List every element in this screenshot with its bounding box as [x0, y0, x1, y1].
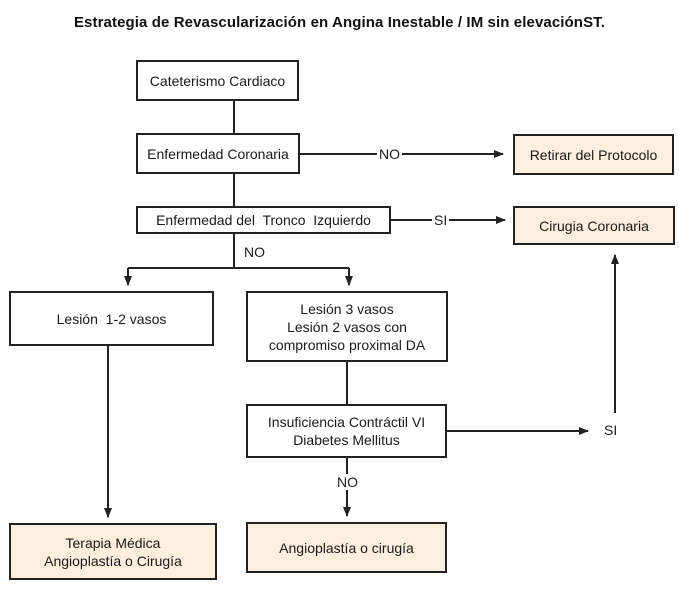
- label-no-coronaria: NO: [377, 146, 402, 162]
- diagram-title: Estrategia de Revascularización en Angin…: [73, 14, 606, 31]
- label-no-tronco: NO: [242, 244, 267, 260]
- node-enfermedad-coronaria: Enfermedad Coronaria: [136, 133, 300, 174]
- node-terapia-medica: Terapia Médica Angioplastía o Cirugía: [9, 523, 217, 580]
- node-lesion-3-vasos: Lesión 3 vasos Lesión 2 vasos con compro…: [246, 291, 448, 362]
- node-cateterismo-cardiaco: Cateterismo Cardiaco: [136, 60, 299, 101]
- node-angioplastia-cirugia: Angioplastía o cirugía: [246, 522, 447, 573]
- node-enfermedad-tronco-izquierdo: Enfermedad del Tronco Izquierdo: [136, 206, 391, 234]
- node-lesion-1-2-vasos: Lesión 1-2 vasos: [9, 291, 214, 346]
- label-si-insuficiencia: SI: [602, 422, 620, 438]
- node-insuficiencia-contractil: Insuficiencia Contráctil VI Diabetes Mel…: [246, 404, 447, 458]
- label-no-insuficiencia: NO: [335, 474, 360, 490]
- label-si-tronco: SI: [432, 212, 450, 228]
- node-cirugia-coronaria: Cirugia Coronaria: [513, 206, 675, 245]
- node-retirar-protocolo: Retirar del Protocolo: [513, 134, 674, 175]
